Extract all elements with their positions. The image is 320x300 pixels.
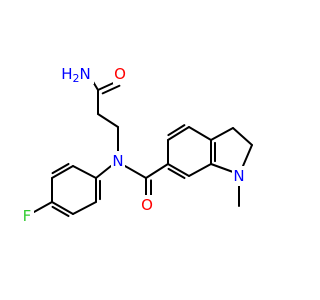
carbonyl-oxygen-label: O xyxy=(141,196,153,214)
structure-canvas: H2N O N O F N xyxy=(20,64,253,226)
pyrroline-bond-3 xyxy=(242,144,253,167)
bond-carbonyl-indoline xyxy=(145,163,169,179)
phenyl-bond-2-inner xyxy=(51,162,70,175)
fluorine-label: F xyxy=(23,207,32,225)
indoline-bond-5 xyxy=(188,163,212,177)
bond-layer xyxy=(33,79,253,218)
h2n-n: N xyxy=(80,65,91,83)
phenyl-bond-5 xyxy=(72,201,97,215)
bond-ch2-ch2 xyxy=(97,113,119,128)
bond-n-carbonyl-c xyxy=(124,165,147,179)
bond-c-o-amide-inner xyxy=(101,84,121,95)
indoline-bond-6-inner xyxy=(167,167,186,180)
carbonyl-o-bg xyxy=(140,195,154,215)
amide-nitrogen-label: N xyxy=(112,152,123,170)
amide-oxygen-label: O xyxy=(114,65,126,83)
h2n-h: H xyxy=(61,65,72,83)
indoline-bond-2-inner xyxy=(167,124,186,137)
indoline-nitrogen-label: N xyxy=(233,167,244,185)
phenyl-bond-1 xyxy=(72,165,97,179)
phenyl-bond-2 xyxy=(51,165,74,179)
pyrroline-bond-4 xyxy=(210,163,234,173)
phenyl-bond-4 xyxy=(51,201,74,215)
bond-aryl-f xyxy=(33,201,53,213)
pyrroline-bond-2 xyxy=(232,127,253,146)
atom-label-layer: H2N O N O F N xyxy=(20,64,246,226)
pyrroline-bond-1 xyxy=(210,127,234,141)
h2n-subscript: 2 xyxy=(73,72,80,85)
amide-n-bg xyxy=(111,151,125,171)
amide-o-bg xyxy=(113,64,127,84)
bond-n-aryl xyxy=(95,165,112,179)
indoline-bond-3 xyxy=(188,126,212,141)
ring-n-bg xyxy=(232,166,246,186)
indoline-bond-6 xyxy=(167,163,190,177)
molecule-structure: H2N O N O F N xyxy=(20,64,253,226)
fluorine-bg xyxy=(20,206,34,226)
h2n-label-bg xyxy=(58,64,94,84)
phenyl-bond-4-inner xyxy=(51,205,70,218)
indoline-bond-2 xyxy=(167,126,190,141)
amide-nh2-label: H2N xyxy=(61,65,91,85)
